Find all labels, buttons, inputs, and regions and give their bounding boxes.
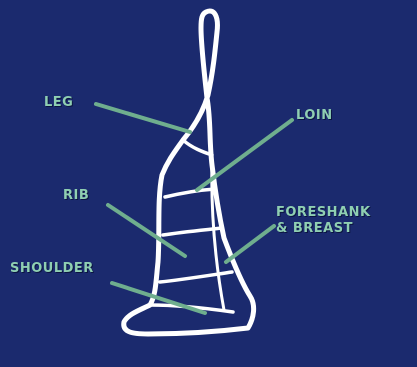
label-foreshank-breast: FORESHANK & BREAST xyxy=(276,205,371,237)
label-foreshank-line2: & BREAST xyxy=(276,221,371,237)
carcass-outline xyxy=(124,11,254,334)
leader-line-rib xyxy=(108,205,185,256)
leader-line-shoulder xyxy=(112,283,205,313)
leader-line-foreshank xyxy=(226,226,274,262)
leader-line-leg xyxy=(96,104,190,132)
label-shoulder: SHOULDER xyxy=(10,261,94,277)
label-loin: LOIN xyxy=(296,108,333,124)
cut-line-loin-rib xyxy=(165,189,215,197)
cut-line-rib-shoulder xyxy=(160,272,232,282)
label-foreshank-line1: FORESHANK xyxy=(276,205,371,221)
label-rib: RIB xyxy=(63,188,89,204)
cut-line-leg-loin xyxy=(183,140,212,155)
label-leg: LEG xyxy=(44,95,73,111)
